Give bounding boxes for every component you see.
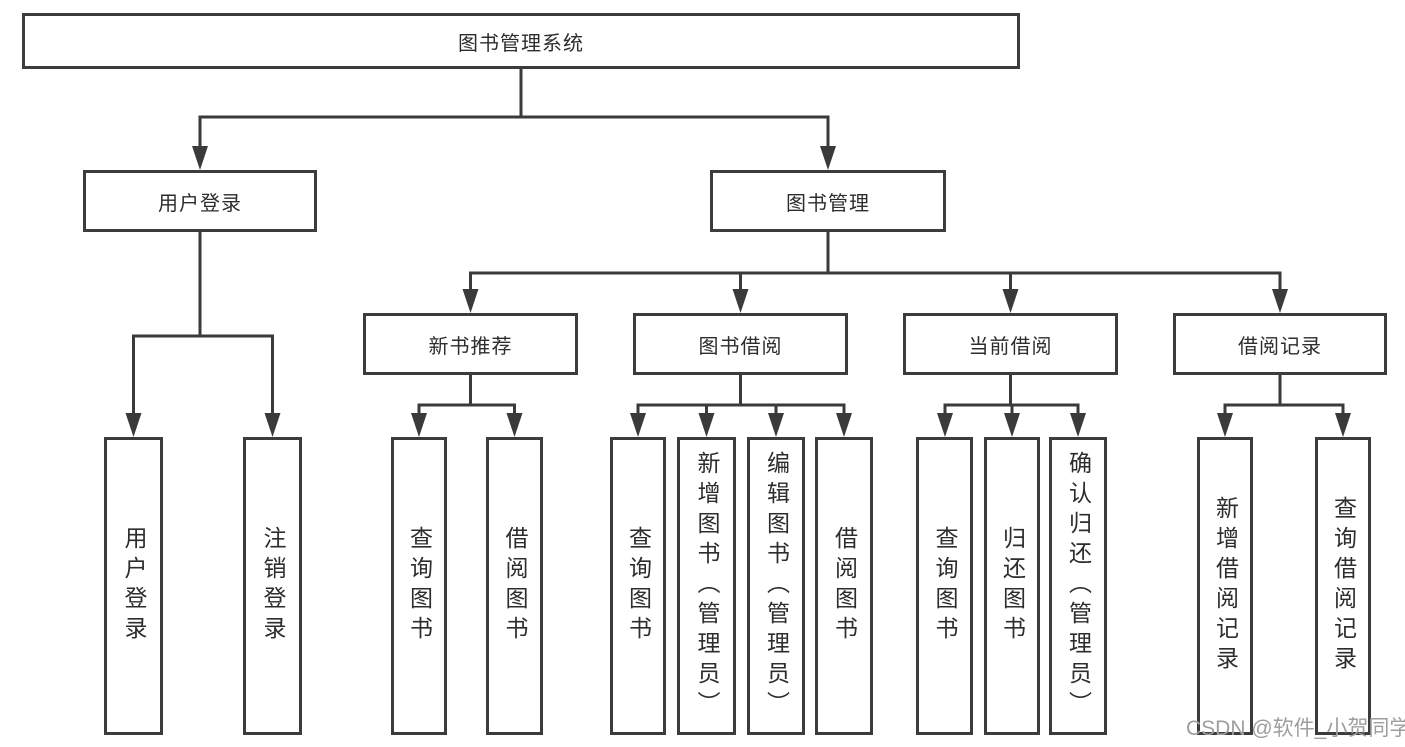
leaf-label: 用户登录 [121,526,147,646]
connector-book-borrow-children [636,373,846,417]
leaf-edit-books-admin: 编辑图书（管理员） [747,437,805,735]
connector-current-borrow-children [943,373,1080,417]
leaf-query-books-1: 查询图书 [391,437,447,735]
leaf-label: 查询图书 [406,526,433,646]
leaf-query-books-2: 查询图书 [610,437,666,735]
leaf-user-login: 用户登录 [104,437,163,735]
csdn-watermark: CSDN @软件_小贺同学 [1186,717,1405,740]
arrow-leaf-query-books-3 [937,413,953,437]
node-label: 图书管理系统 [458,32,584,55]
connector-new-book-children [417,373,516,417]
leaf-label: 注销登录 [260,526,286,646]
arrow-leaf-query-books-2 [630,413,646,437]
arrow-leaf-add-record [1217,413,1233,437]
leaf-label: 归还图书 [999,526,1026,646]
node-book-management: 图书管理 [710,170,946,232]
node-book-borrowing: 图书借阅 [633,313,848,375]
arrow-book-management [820,146,836,170]
arrow-new-book-recommendation [462,289,479,313]
leaf-return-books: 归还图书 [984,437,1040,735]
node-borrowing-records: 借阅记录 [1173,313,1387,375]
leaf-label: 查询借阅记录 [1330,496,1357,676]
arrow-leaf-logout [264,413,281,437]
leaf-label: 借阅图书 [502,526,528,646]
arrow-leaf-query-record [1335,413,1351,437]
node-label: 用户登录 [158,192,242,215]
node-new-book-recommendation: 新书推荐 [363,313,578,375]
node-library-management-system: 图书管理系统 [22,13,1020,69]
node-label: 图书管理 [786,192,870,215]
leaf-label: 借阅图书 [831,526,858,646]
arrow-leaf-confirm-return [1070,413,1086,437]
arrow-leaf-borrow-books-1 [506,413,523,437]
node-label: 当前借阅 [968,335,1053,358]
arrow-leaf-query-books-1 [411,413,427,437]
leaf-label: 确认归还（管理员） [1065,451,1092,721]
arrow-current-borrowing [1002,289,1019,313]
node-label: 新书推荐 [428,335,513,358]
leaf-query-books-3: 查询图书 [916,437,973,735]
arrowheads [125,146,1351,437]
arrow-leaf-return-books [1004,413,1020,437]
leaf-borrow-books-2: 借阅图书 [815,437,873,735]
leaf-borrow-books-1: 借阅图书 [486,437,543,735]
node-current-borrowing: 当前借阅 [903,313,1118,375]
leaf-label: 查询图书 [625,526,652,646]
connector-user-login-children [132,230,274,417]
leaf-label: 编辑图书（管理员） [763,451,790,721]
leaf-query-borrow-record: 查询借阅记录 [1315,437,1371,735]
arrow-borrowing-records [1272,289,1288,313]
leaf-confirm-return-admin: 确认归还（管理员） [1049,437,1107,735]
leaf-label: 查询图书 [932,526,958,646]
connector-root-to-level2 [198,67,830,150]
arrow-leaf-edit-books [768,413,784,437]
connector-book-mgmt-to-level3 [469,230,1282,293]
arrow-book-borrowing [732,289,749,313]
node-label: 借阅记录 [1238,335,1322,358]
leaf-label: 新增借阅记录 [1212,496,1239,676]
leaf-label: 新增图书（管理员） [694,451,720,721]
arrow-user-login [192,146,208,170]
node-user-login: 用户登录 [83,170,317,232]
connector-borrow-record-children [1223,373,1345,417]
arrow-leaf-borrow-books-2 [836,413,852,437]
node-label: 图书借阅 [698,335,783,358]
arrow-leaf-user-login [125,413,142,437]
leaf-logout: 注销登录 [243,437,302,735]
arrow-leaf-add-books [698,413,715,437]
leaf-add-borrow-record: 新增借阅记录 [1197,437,1253,735]
leaf-add-books-admin: 新增图书（管理员） [677,437,736,735]
